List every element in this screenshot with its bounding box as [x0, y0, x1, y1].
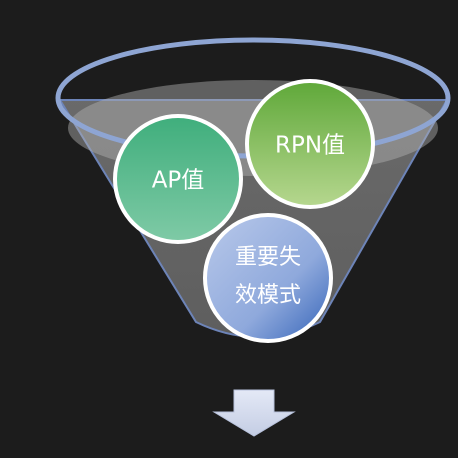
- circle-ap-value-label: AP值: [152, 168, 205, 194]
- circle-rpn-value: RPN值: [245, 79, 375, 209]
- circle-ap-value: AP值: [113, 114, 243, 244]
- circle-important-failure-mode: 重要失 效模式: [203, 213, 333, 343]
- circle-important-failure-mode-label-line1: 重要失: [235, 245, 301, 270]
- circle-rpn-value-label: RPN值: [275, 133, 345, 159]
- down-arrow-icon: [212, 389, 296, 437]
- circle-important-failure-mode-label-line2: 效模式: [235, 283, 301, 308]
